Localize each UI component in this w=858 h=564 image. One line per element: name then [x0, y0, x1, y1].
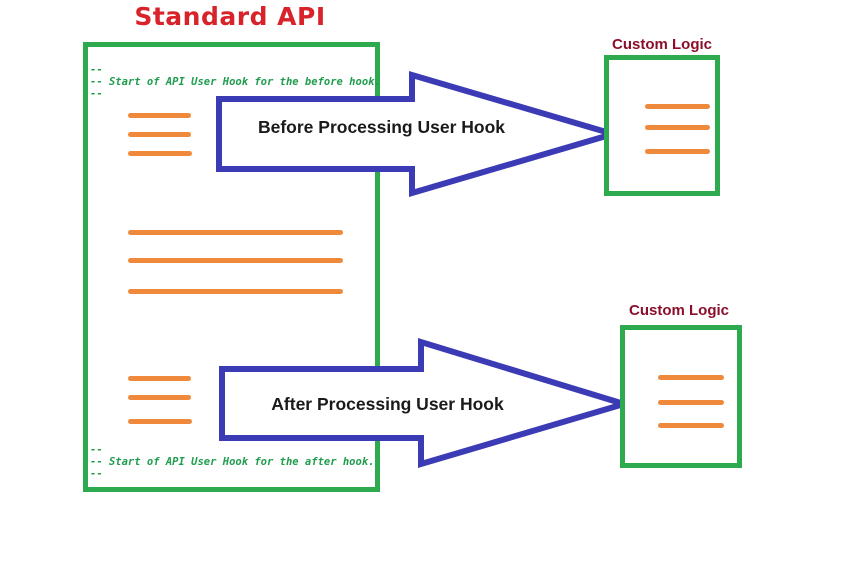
custom-logic-box-2 — [620, 325, 742, 468]
code-line — [128, 113, 191, 118]
code-line — [645, 104, 710, 109]
code-line — [128, 419, 192, 424]
code-line — [658, 400, 724, 405]
code-line — [645, 125, 710, 130]
code-line — [658, 375, 724, 380]
custom-logic-box-1 — [604, 55, 720, 196]
comment-before-hook: -- -- Start of API User Hook for the bef… — [90, 64, 381, 100]
code-line — [128, 151, 192, 156]
code-line — [645, 149, 710, 154]
custom-logic-title-2: Custom Logic — [629, 302, 729, 319]
comment-after-hook: -- -- Start of API User Hook for the aft… — [90, 444, 375, 480]
arrow-label-before: Before Processing User Hook — [257, 117, 506, 137]
code-line — [128, 289, 343, 294]
code-line — [128, 132, 191, 137]
standard-api-box — [83, 42, 380, 492]
page-title: Standard API — [134, 2, 326, 31]
custom-logic-title-1: Custom Logic — [612, 36, 712, 53]
code-line — [658, 423, 724, 428]
code-line — [128, 395, 191, 400]
code-line — [128, 376, 191, 381]
code-line — [128, 258, 343, 263]
arrow-label-after: After Processing User Hook — [271, 394, 504, 414]
code-line — [128, 230, 343, 235]
